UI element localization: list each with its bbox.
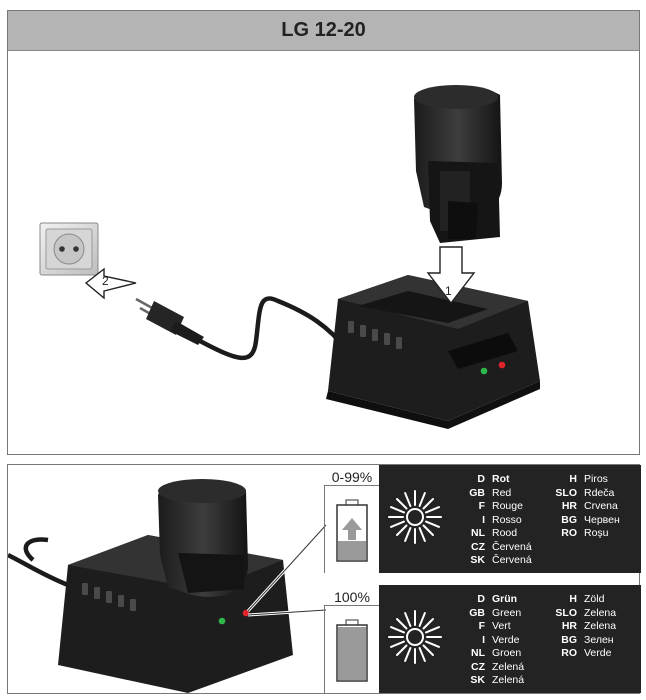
led-status-panel: 0-99% 100% <box>7 464 641 694</box>
page-title: LG 12-20 <box>8 11 639 51</box>
battery-pack <box>158 479 248 597</box>
charger-with-battery-illustration <box>8 479 328 693</box>
wall-socket-icon <box>39 222 99 276</box>
power-cable <box>8 552 69 588</box>
battery-charging-box <box>324 485 380 573</box>
step-2-label: 2 <box>102 274 109 288</box>
insert-battery-arrow-icon: 1 <box>426 246 476 305</box>
steady-led-icon <box>388 610 442 664</box>
blinking-led-icon <box>388 490 442 544</box>
green-led-indicator <box>218 617 226 625</box>
charging-illustration: 2 <box>39 85 540 429</box>
power-cable <box>198 296 350 361</box>
insert-plug-arrow-icon: 2 <box>84 267 137 300</box>
charging-percent-label: 0-99% <box>324 469 380 485</box>
green-led-indicator <box>480 367 488 375</box>
charger-base <box>326 275 540 429</box>
battery-charging-icon <box>336 499 368 562</box>
step-1-label: 1 <box>445 284 452 298</box>
battery-pack <box>414 85 502 243</box>
charged-percent-label: 100% <box>324 589 380 605</box>
battery-full-icon <box>336 619 368 682</box>
power-plug-icon <box>135 297 204 345</box>
red-led-indicator <box>242 609 250 617</box>
red-led-indicator <box>498 361 506 369</box>
battery-full-box <box>324 605 380 693</box>
illustration-panel: LG 12-20 2 <box>7 10 640 455</box>
